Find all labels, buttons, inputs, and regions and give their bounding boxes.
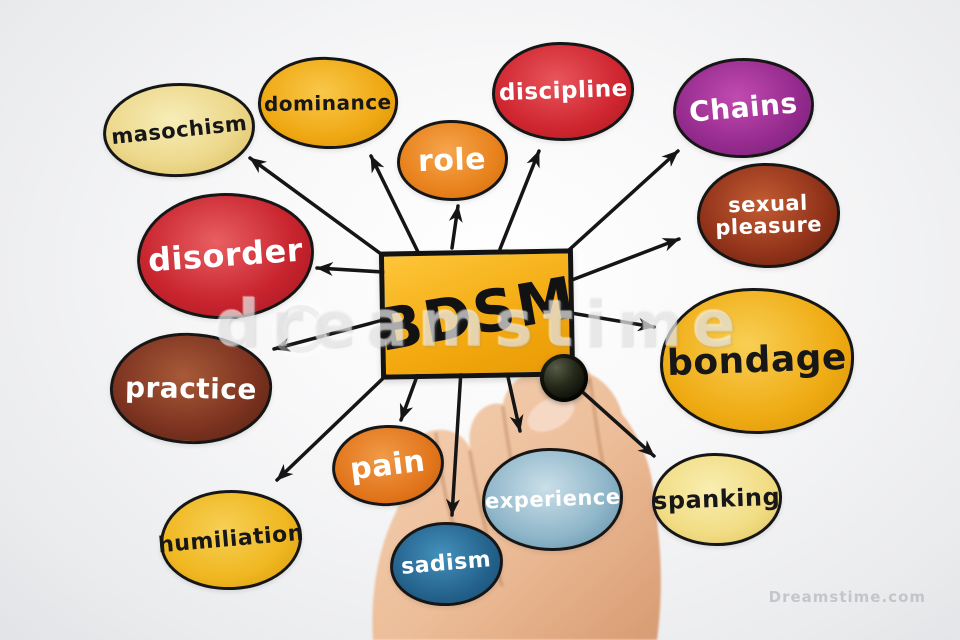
node-experience: experience	[482, 448, 623, 551]
arrow-to-chains	[557, 149, 680, 261]
node-label: spanking	[652, 482, 782, 516]
node-chains: Chains	[671, 55, 816, 161]
node-masochism: masochism	[101, 80, 257, 180]
node-practice: practice	[108, 330, 274, 447]
watermark-logo-swirl	[272, 300, 330, 358]
node-humiliation: humiliation	[157, 487, 305, 593]
node-pain: pain	[329, 422, 447, 509]
node-label: sexual pleasure	[715, 191, 823, 241]
node-label: pain	[348, 443, 428, 488]
node-label: discipline	[498, 76, 628, 107]
arrow-to-disorder	[315, 261, 385, 276]
node-sexual-pleasure: sexual pleasure	[697, 163, 840, 268]
marker-pen-tip	[540, 354, 588, 402]
node-discipline: discipline	[492, 42, 634, 141]
node-label: masochism	[109, 110, 249, 150]
node-label: practice	[124, 370, 258, 406]
central-node-bdsm: BDSM	[373, 248, 581, 380]
arrow-to-sadism	[446, 368, 463, 517]
node-label: humiliation	[157, 521, 305, 559]
arrow-to-role	[448, 204, 463, 250]
node-label: experience	[484, 485, 621, 514]
arrow-to-practice	[272, 318, 385, 352]
node-label: dominance	[263, 89, 393, 116]
arrow-to-sexual-pleasure	[562, 237, 681, 285]
node-label: bondage	[666, 336, 848, 385]
node-bondage: bondage	[660, 288, 854, 434]
node-role: role	[397, 120, 508, 201]
node-label: Chains	[687, 86, 799, 129]
central-node-label: BDSM	[372, 263, 582, 365]
watermark-corner: Dreamstime.com	[768, 588, 926, 606]
node-label: sadism	[400, 547, 493, 581]
node-dominance: dominance	[256, 54, 400, 152]
node-spanking: spanking	[652, 453, 782, 546]
node-disorder: disorder	[134, 189, 317, 323]
node-sadism: sadism	[388, 520, 505, 608]
node-label: role	[417, 141, 488, 179]
node-label: disorder	[146, 230, 305, 280]
